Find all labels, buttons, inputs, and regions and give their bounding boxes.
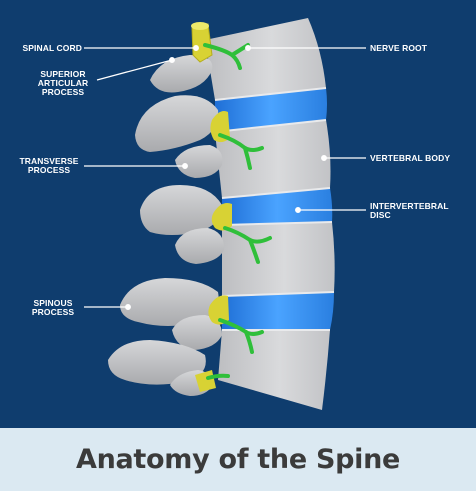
intervertebral-discs [214, 87, 335, 331]
label-transverse-process: TRANSVERSE PROCESS [19, 156, 79, 175]
callout-superior-articular [96, 59, 173, 81]
disc-3 [222, 292, 334, 330]
callout-lines [84, 45, 366, 310]
label-spinal-cord: SPINAL CORD [22, 43, 82, 53]
spinal-cord-2 [210, 111, 230, 143]
spinal-cord-3 [211, 203, 232, 231]
spine-illustration: SPINAL CORD SUPERIOR ARTICULAR PROCESS T… [0, 0, 476, 428]
caption-bar: Anatomy of the Spine [0, 428, 476, 491]
vertebral-bodies [205, 18, 335, 410]
label-spinous-process: SPINOUS PROCESS [31, 298, 75, 317]
vertebral-body-1 [205, 18, 326, 100]
spinal-cord-4 [208, 295, 229, 325]
posterior-elements [108, 55, 225, 396]
disc-1 [215, 88, 327, 132]
label-vertebral-body: VERTEBRAL BODY [370, 153, 451, 163]
label-superior-articular-process: SUPERIOR ARTICULAR PROCESS [37, 69, 89, 97]
spine-drawing [84, 18, 366, 410]
disc-2 [222, 188, 333, 225]
vertebral-body-4 [218, 330, 330, 410]
label-nerve-root: NERVE ROOT [370, 43, 428, 53]
spinal-cord-segments [191, 22, 232, 392]
label-intervertebral-disc: INTERVERTEBRAL DISC [370, 201, 449, 220]
page-title: Anatomy of the Spine [75, 444, 401, 475]
vertebral-body-2 [215, 120, 331, 198]
